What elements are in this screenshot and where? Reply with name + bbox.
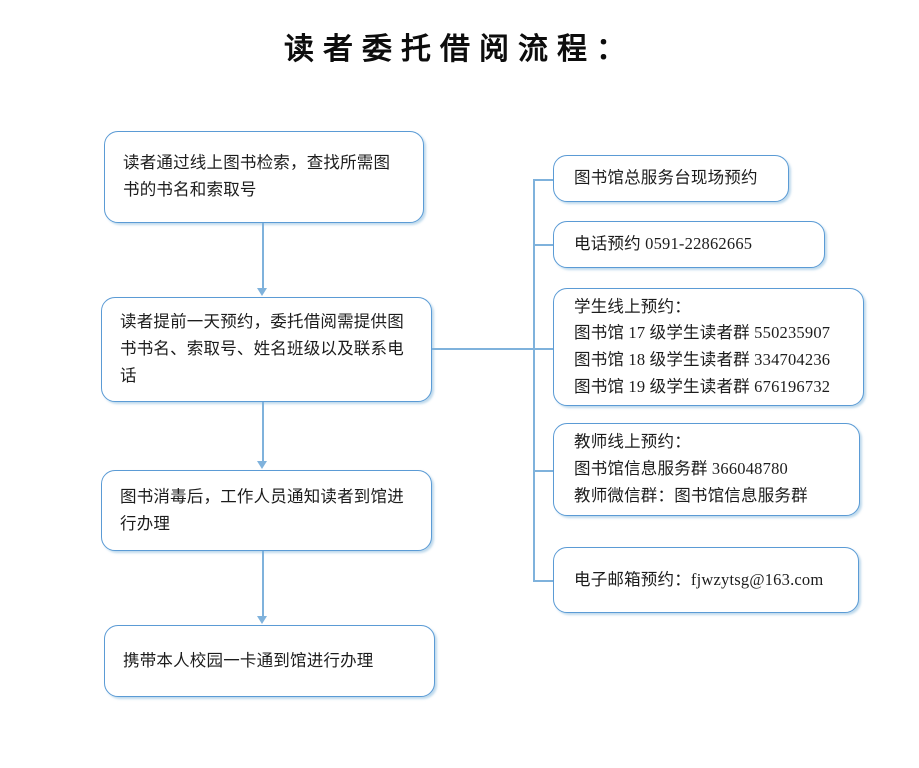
connector-branch-phone [533, 244, 554, 246]
channel-teacher-online: 教师线上预约： 图书馆信息服务群 366048780 教师微信群：图书馆信息服务… [553, 423, 860, 516]
channel-onsite-label: 图书馆总服务台现场预约 [574, 168, 758, 188]
connector-step2-branch [432, 348, 534, 350]
flow-step-4-label: 携带本人校园一卡通到馆进行办理 [123, 650, 374, 670]
channel-phone-label: 电话预约 0591-22862665 [574, 234, 753, 254]
channel-email: 电子邮箱预约：fjwzytsg@163.com [553, 547, 859, 613]
connector-step2-step3 [262, 402, 264, 462]
page-title: 读者委托借阅流程： [284, 33, 635, 66]
connector-branch-trunk [533, 179, 535, 581]
arrowhead-step3 [257, 461, 267, 469]
channel-email-label: 电子邮箱预约：fjwzytsg@163.com [574, 569, 824, 589]
flow-step-1: 读者通过线上图书检索，查找所需图 书的书名和索取号 [104, 131, 424, 223]
arrowhead-step2 [257, 288, 267, 296]
channel-onsite: 图书馆总服务台现场预约 [553, 155, 789, 202]
connector-step1-step2 [262, 223, 264, 289]
connector-branch-teacher [533, 470, 554, 472]
flow-step-1-label: 读者通过线上图书检索，查找所需图 书的书名和索取号 [123, 153, 391, 199]
channel-phone: 电话预约 0591-22862665 [553, 221, 825, 268]
flow-step-3-label: 图书消毒后，工作人员通知读者到馆进 行办理 [120, 486, 404, 533]
connector-branch-onsite [533, 179, 554, 181]
channel-student-online-label: 学生线上预约： 图书馆 17 级学生读者群 550235907 图书馆 18 级… [574, 296, 831, 396]
channel-teacher-online-label: 教师线上预约： 图书馆信息服务群 366048780 教师微信群：图书馆信息服务… [574, 432, 808, 505]
arrowhead-step4 [257, 616, 267, 624]
connector-step3-step4 [262, 551, 264, 617]
flow-step-3: 图书消毒后，工作人员通知读者到馆进 行办理 [101, 470, 432, 551]
connector-branch-student [533, 348, 554, 350]
flow-step-2-label: 读者提前一天预约，委托借阅需提供图 书书名、索取号、姓名班级以及联系电 话 [120, 312, 404, 385]
flow-step-2: 读者提前一天预约，委托借阅需提供图 书书名、索取号、姓名班级以及联系电 话 [101, 297, 432, 402]
channel-student-online: 学生线上预约： 图书馆 17 级学生读者群 550235907 图书馆 18 级… [553, 288, 864, 406]
flow-step-4: 携带本人校园一卡通到馆进行办理 [104, 625, 435, 697]
connector-branch-email [533, 580, 554, 582]
